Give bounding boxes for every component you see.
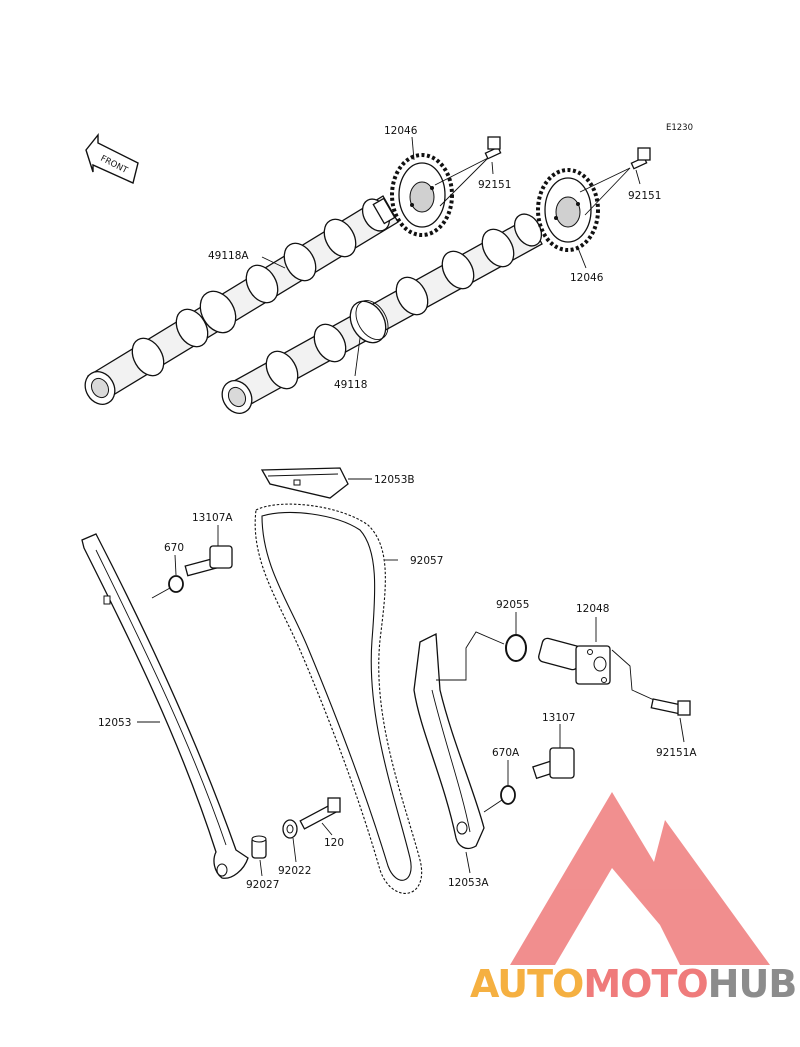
sprocket-12046-top xyxy=(390,153,454,237)
label-13107A: 13107A xyxy=(192,512,233,524)
label-92057: 92057 xyxy=(410,555,443,567)
label-12048: 12048 xyxy=(576,603,609,615)
automotohub-logo-icon xyxy=(510,792,770,965)
label-12053A: 12053A xyxy=(448,877,489,889)
label-92027: 92027 xyxy=(246,879,279,891)
label-12046-top: 12046 xyxy=(384,125,418,137)
front-arrow-icon: FRONT xyxy=(85,133,139,184)
watermark-text: AUTOMOTOHUB xyxy=(470,962,800,1006)
label-49118A: 49118A xyxy=(208,250,249,262)
watermark-auto: AUTO xyxy=(470,962,584,1006)
label-120: 120 xyxy=(324,837,344,849)
bolt-13107A xyxy=(184,545,233,577)
bolt-13107 xyxy=(532,747,575,780)
label-92055: 92055 xyxy=(496,599,529,611)
label-12053B: 12053B xyxy=(374,474,415,486)
label-12046-right: 12046 xyxy=(570,272,604,284)
watermark-moto: MOTO xyxy=(583,962,708,1006)
label-92151A: 92151A xyxy=(656,747,697,759)
sprocket-12046-right xyxy=(536,168,600,252)
collar-92027 xyxy=(251,835,267,859)
chain-guide-12053 xyxy=(81,533,249,879)
label-92151-right: 92151 xyxy=(628,190,661,202)
chain-guide-12053B xyxy=(260,467,349,499)
camshaft-49118 xyxy=(221,213,543,414)
oring-92055 xyxy=(505,634,527,662)
bolt-92151-top xyxy=(484,136,502,160)
bolt-92151A xyxy=(650,698,691,716)
label-92151-top: 92151 xyxy=(478,179,511,191)
label-12053: 12053 xyxy=(98,717,131,729)
label-49118: 49118 xyxy=(334,379,367,391)
washer-92022 xyxy=(282,819,298,839)
watermark-hub: HUB xyxy=(707,962,798,1006)
bolt-92151-right xyxy=(630,147,651,170)
chain-guide-12053A xyxy=(413,632,485,850)
label-670: 670 xyxy=(164,542,184,554)
page-code: E1230 xyxy=(666,123,693,133)
tensioner-12048 xyxy=(538,637,611,685)
label-92022: 92022 xyxy=(278,865,311,877)
label-670A: 670A xyxy=(492,747,520,759)
oring-670A xyxy=(500,785,516,805)
bolt-120 xyxy=(299,797,341,830)
camshaft-49118A xyxy=(84,195,399,405)
cam-chain-92057 xyxy=(254,503,423,894)
oring-670 xyxy=(168,575,184,593)
label-13107: 13107 xyxy=(542,712,575,724)
